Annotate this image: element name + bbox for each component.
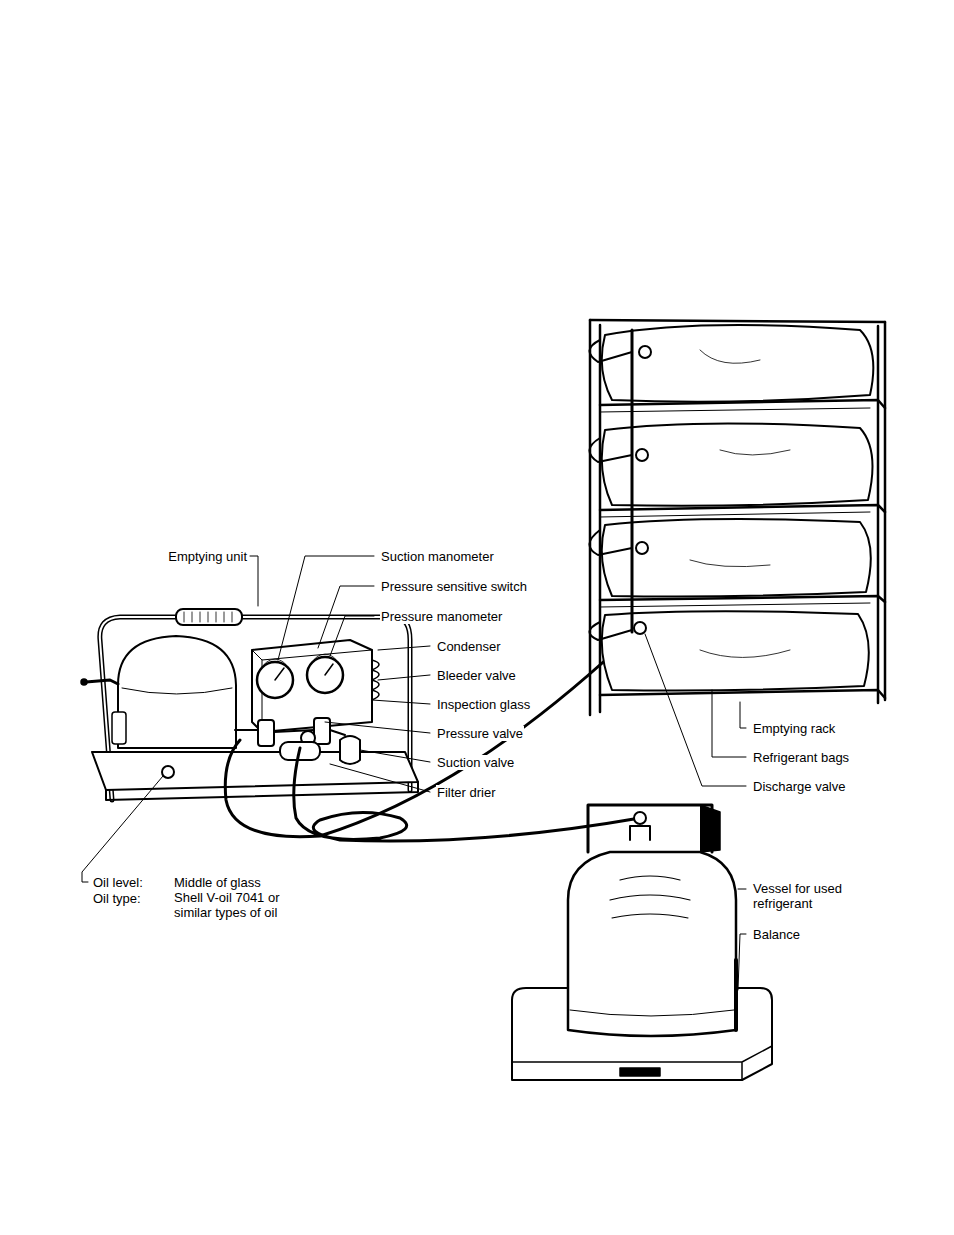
part-label: Suction valve xyxy=(436,755,515,770)
part-label: Filter drier xyxy=(436,785,497,800)
part-label: Bleeder valve xyxy=(436,668,517,683)
part-label: Oil type: xyxy=(92,891,142,906)
part-label: Middle of glass xyxy=(173,875,262,890)
part-label: Condenser xyxy=(436,639,502,654)
part-label: Refrigerant bags xyxy=(752,750,850,765)
refrigerant-vessel xyxy=(568,805,736,1036)
part-label: Balance xyxy=(752,927,801,942)
part-label: Vessel for used refrigerant xyxy=(752,881,854,911)
part-label: Pressure sensitive switch xyxy=(380,579,528,594)
part-label: Inspection glass xyxy=(436,697,531,712)
part-label: Suction manometer xyxy=(380,549,495,564)
part-label: Discharge valve xyxy=(752,779,847,794)
part-label: Emptying rack xyxy=(752,721,836,736)
part-label: Pressure manometer xyxy=(380,609,503,624)
emptying-unit xyxy=(81,609,418,800)
part-label: Oil level: xyxy=(92,875,144,890)
emptying-rack xyxy=(589,320,885,715)
part-label: Pressure valve xyxy=(436,726,524,741)
leader-lines xyxy=(82,556,746,990)
part-label: Shell V-oil 7041 or similar types of oil xyxy=(173,890,315,920)
part-label: Emptying unit xyxy=(167,549,248,564)
hoses xyxy=(225,630,640,841)
